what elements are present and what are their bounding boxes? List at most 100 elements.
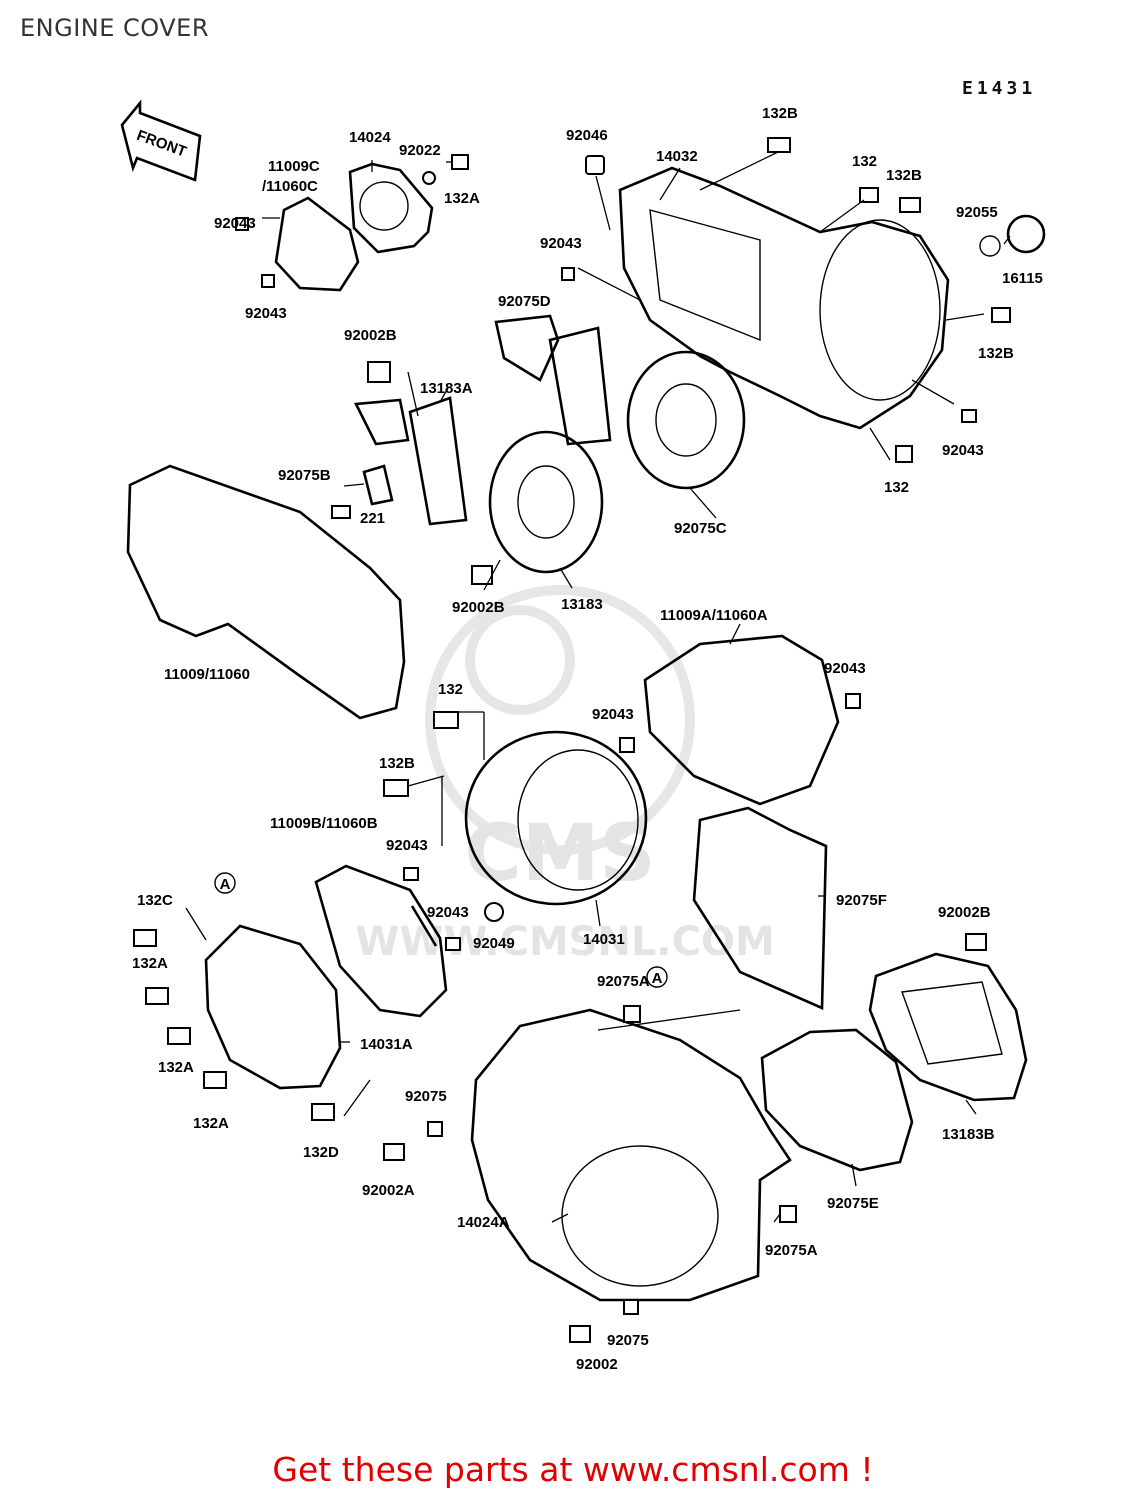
part-cover-13183b bbox=[868, 952, 1028, 1102]
leader-lines bbox=[185, 151, 1011, 1223]
label-11009c: 11009C bbox=[268, 158, 320, 175]
part-bolt-132c bbox=[133, 929, 157, 947]
label-132a-1: 132A bbox=[132, 955, 168, 972]
part-bolt-132b-ring bbox=[383, 779, 409, 797]
part-collar-92075-left bbox=[427, 1121, 443, 1137]
label-92002b-mid: 92002B bbox=[452, 599, 505, 616]
label-11009b-11060b: 11009B/11060B bbox=[270, 815, 378, 832]
label-92075f: 92075F bbox=[836, 892, 887, 909]
part-oring-92055 bbox=[979, 235, 1001, 257]
label-92002b-right: 92002B bbox=[938, 904, 991, 921]
label-92043-h: 92043 bbox=[427, 904, 469, 921]
label-92075e: 92075E bbox=[827, 1195, 879, 1212]
label-92043-e: 92043 bbox=[824, 660, 866, 677]
part-bolt-92002 bbox=[569, 1325, 591, 1343]
part-cover-13183b-inner bbox=[901, 981, 1003, 1065]
front-arrow-label: FRONT bbox=[134, 127, 188, 161]
watermark-face bbox=[465, 605, 575, 715]
part-bolt-132a-1 bbox=[145, 987, 169, 1005]
label-92049: 92049 bbox=[473, 935, 515, 952]
part-bolt-132a-top bbox=[451, 154, 469, 170]
label-132-ring: 132 bbox=[438, 681, 463, 698]
part-bolt-132-ring bbox=[433, 711, 459, 729]
part-gasket-11009b-seam bbox=[410, 905, 438, 947]
label-92043-d: 92043 bbox=[942, 442, 984, 459]
part-washer-92022 bbox=[422, 171, 436, 185]
label-11009a-11060a: 11009A/11060A bbox=[660, 607, 768, 624]
part-dowel-right bbox=[961, 409, 977, 423]
part-plug-16115 bbox=[1006, 214, 1046, 254]
part-outer-cover-14024a bbox=[470, 1008, 792, 1302]
part-inner-cover-bore bbox=[819, 219, 941, 401]
label-92043-f: 92043 bbox=[592, 706, 634, 723]
label-14024: 14024 bbox=[349, 129, 391, 146]
part-dowel-92043-ring2 bbox=[445, 937, 461, 951]
label-13183: 13183 bbox=[561, 596, 603, 613]
part-bolt-132a-2 bbox=[167, 1027, 191, 1045]
part-small-cover-bore bbox=[359, 181, 409, 231]
label-92075a-top: 92075A bbox=[597, 973, 650, 990]
part-damper-92075a-top bbox=[623, 1005, 641, 1023]
part-cover-14031a bbox=[204, 924, 342, 1090]
part-large-gasket bbox=[126, 464, 406, 720]
label-13183a: 13183A bbox=[420, 380, 473, 397]
callout-a-left-text: A bbox=[220, 876, 231, 893]
part-bracket-left bbox=[353, 398, 410, 446]
label-92055: 92055 bbox=[956, 204, 998, 221]
part-bolt-132b-mid bbox=[991, 307, 1011, 323]
label-11009-11060: 11009/11060 bbox=[164, 666, 250, 683]
label-92043-c: 92043 bbox=[540, 235, 582, 252]
exploded-parts-diagram: CMS WWW.CMSNL.COM FRONT bbox=[120, 99, 1046, 1373]
part-grille-92075c bbox=[626, 350, 746, 490]
label-92002b-upper: 92002B bbox=[344, 327, 397, 344]
label-16115: 16115 bbox=[1002, 270, 1043, 287]
label-132a-top: 132A bbox=[444, 190, 480, 207]
watermark-logo-text: CMS bbox=[464, 809, 655, 899]
page-title: ENGINE COVER bbox=[20, 14, 210, 42]
part-gasket-11009a bbox=[643, 634, 840, 806]
label-132b-top: 132B bbox=[762, 105, 798, 122]
label-11060c: /11060C bbox=[262, 178, 318, 195]
part-screw-221 bbox=[331, 505, 351, 519]
part-dowel-92043-ring bbox=[403, 867, 419, 881]
part-plate-92075f bbox=[692, 806, 828, 1010]
watermark-ring bbox=[425, 585, 695, 855]
label-132d: 132D bbox=[303, 1144, 339, 1161]
label-132b-right: 132B bbox=[886, 167, 922, 184]
label-92043-b: 92043 bbox=[245, 305, 287, 322]
label-14031a: 14031A bbox=[360, 1036, 413, 1053]
part-damper-92075a-low bbox=[779, 1205, 797, 1223]
part-duct-right bbox=[548, 326, 612, 446]
part-bolt-132b-top bbox=[767, 137, 791, 153]
label-92043-g: 92043 bbox=[386, 837, 428, 854]
part-grille-13183 bbox=[488, 430, 604, 574]
label-14032: 14032 bbox=[656, 148, 698, 165]
label-92075c: 92075C bbox=[674, 520, 727, 537]
part-dowel-92043-inner bbox=[561, 267, 575, 281]
part-gasket-11009b bbox=[314, 864, 448, 1018]
label-92075-left: 92075 bbox=[405, 1088, 447, 1105]
watermark: CMS WWW.CMSNL.COM bbox=[355, 585, 775, 965]
label-132b-mid: 132B bbox=[978, 345, 1014, 362]
part-dowel-top-left bbox=[235, 217, 249, 231]
label-132a-2: 132A bbox=[158, 1059, 194, 1076]
label-92043-a: 92043 bbox=[214, 215, 256, 232]
part-clip-92075b bbox=[362, 464, 394, 506]
promo-link[interactable]: Get these parts at www.cmsnl.com ! bbox=[272, 1450, 874, 1489]
part-grille-92075c-inner bbox=[655, 383, 717, 457]
part-grille-13183-inner bbox=[517, 465, 575, 539]
part-bolt-132-lower bbox=[895, 445, 913, 463]
part-outer-cover-14024a-dome bbox=[561, 1145, 719, 1287]
part-dowel-92043-mid bbox=[619, 737, 635, 753]
callout-a-left bbox=[214, 872, 236, 894]
part-labels: 14024 92022 11009C /11060C 132A 92043 92… bbox=[132, 105, 1043, 1373]
part-guide-92075d bbox=[494, 314, 560, 382]
part-ring-14031-inner bbox=[517, 749, 639, 891]
label-92046: 92046 bbox=[566, 127, 608, 144]
part-dowel-92043-right bbox=[845, 693, 861, 709]
part-bracket-13183a bbox=[408, 396, 468, 526]
label-13183b: 13183B bbox=[942, 1126, 995, 1143]
part-bolt-92002b-upper bbox=[367, 361, 391, 383]
label-221: 221 bbox=[360, 510, 385, 527]
label-92075-low: 92075 bbox=[607, 1332, 649, 1349]
